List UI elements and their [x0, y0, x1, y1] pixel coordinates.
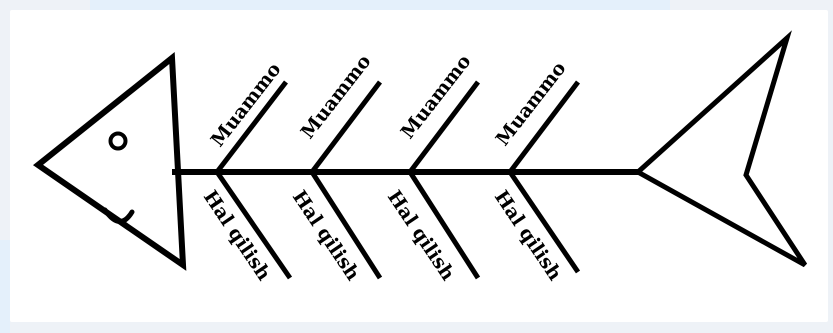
fish-head [38, 58, 183, 265]
fish-tail [638, 38, 805, 265]
fish-mouth [105, 210, 132, 222]
fish-eye [111, 134, 126, 149]
label-top-2: Muammo [297, 51, 376, 143]
label-bottom-3: Hal qilish [383, 186, 459, 284]
